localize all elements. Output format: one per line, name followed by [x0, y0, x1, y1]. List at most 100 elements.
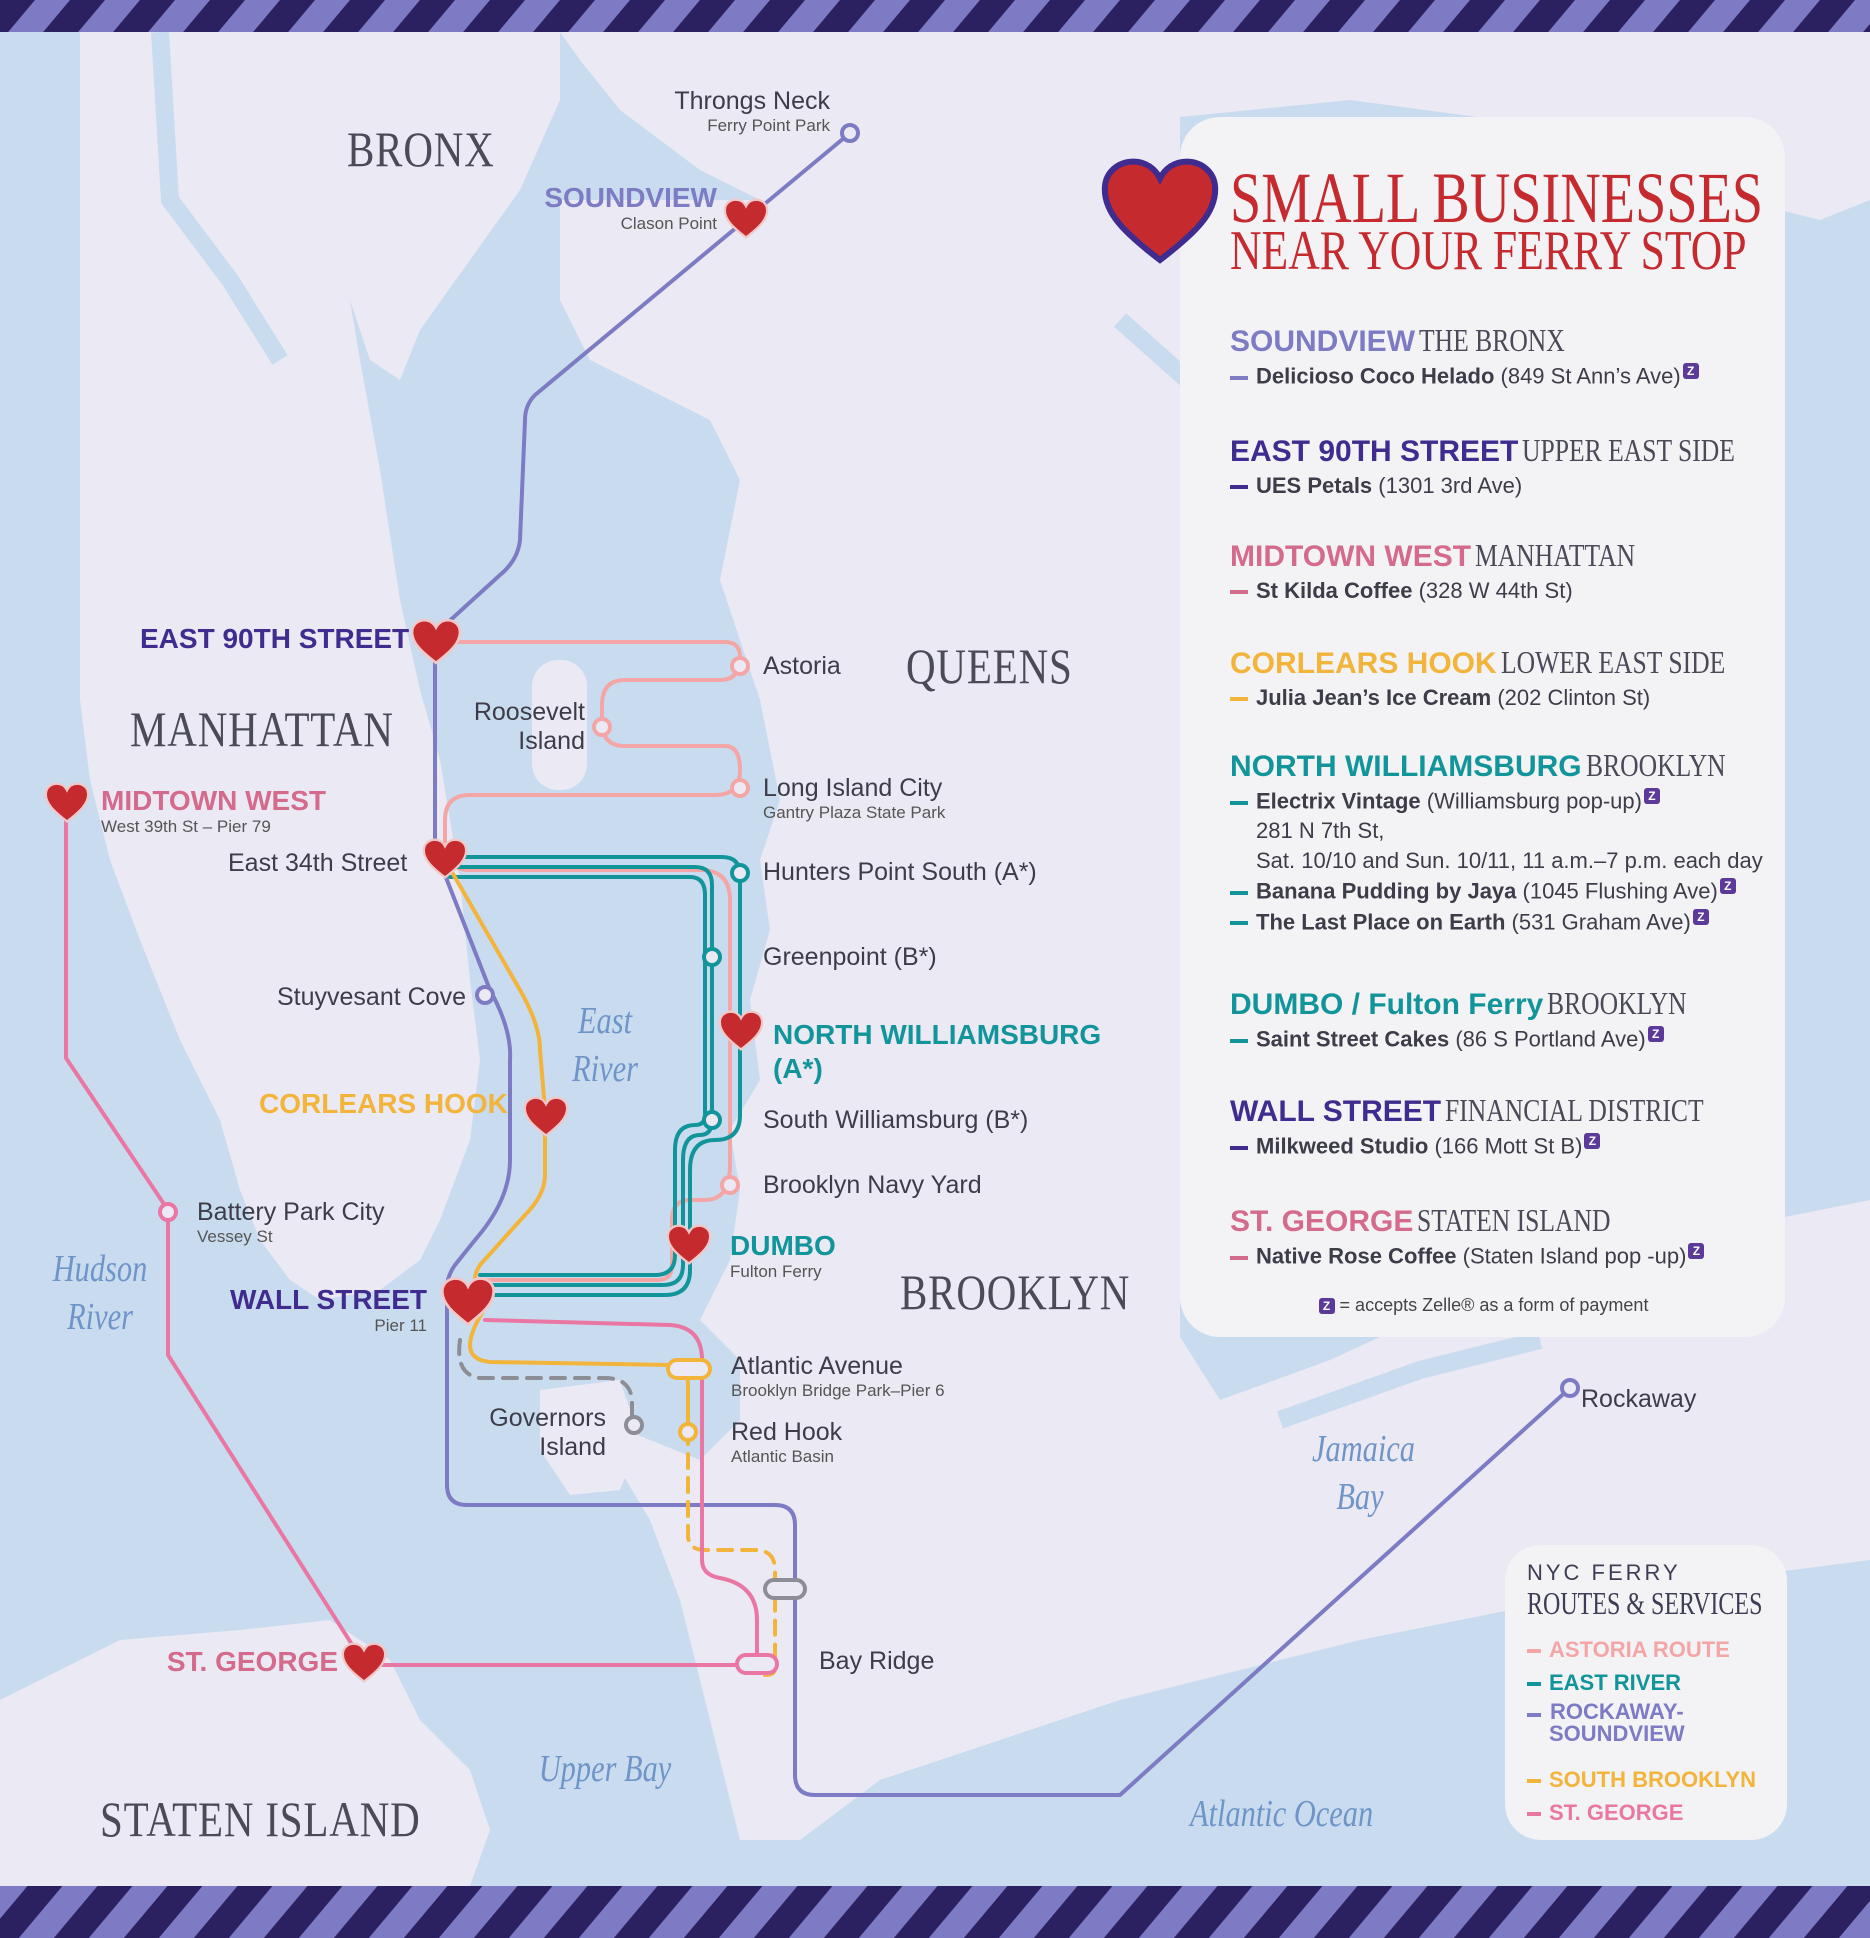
legend-item: EAST RIVER: [1527, 1670, 1681, 1696]
lic-sub: Gantry Plaza State Park: [763, 803, 946, 822]
business-stop-name: DUMBO / Fulton Ferry: [1230, 988, 1544, 1021]
business-stop-name: EAST 90TH STREET: [1230, 435, 1519, 468]
label-lic: Long Island City Gantry Plaza State Park: [763, 774, 945, 823]
atlantic-ave-name: Atlantic Avenue: [731, 1352, 903, 1380]
borough-brooklyn: BROOKLYN: [900, 1264, 1131, 1320]
water-jamaica-line1: Jamaica: [1312, 1428, 1415, 1470]
borough-queens: QUEENS: [906, 638, 1073, 694]
stop-rockaway-marker[interactable]: [1560, 1378, 1580, 1398]
business-address: (Staten Island pop -up): [1456, 1243, 1687, 1269]
route-st-george: [64, 798, 757, 1667]
business-item[interactable]: Saint Street Cakes (86 S Portland Ave)Z: [1230, 1026, 1790, 1052]
label-wall-street: WALL STREET Pier 11: [230, 1284, 427, 1336]
business-item[interactable]: Milkweed Studio (166 Mott St B)Z: [1230, 1133, 1790, 1159]
label-battery-park: Battery Park City Vessey St: [197, 1198, 385, 1247]
business-item[interactable]: Julia Jean’s Ice Cream (202 Clinton St): [1230, 685, 1790, 711]
legend-label: EAST RIVER: [1549, 1670, 1682, 1695]
stop-throgs-neck-marker[interactable]: [840, 123, 860, 143]
label-throgs-neck: Throngs Neck Ferry Point Park: [674, 87, 830, 136]
stop-south-williamsburg-marker[interactable]: [702, 1110, 722, 1130]
stop-bay-ridge-marker-b[interactable]: [735, 1653, 779, 1675]
route-dash-icon: [1230, 485, 1248, 490]
dumbo-name: DUMBO: [730, 1230, 836, 1261]
stop-astoria-marker[interactable]: [730, 656, 750, 676]
stop-navy-yard-marker[interactable]: [720, 1175, 740, 1195]
business-area: BROOKLYN: [1547, 985, 1688, 1021]
water-jamaica-line2: Bay: [1336, 1476, 1384, 1518]
stop-greenpoint-marker[interactable]: [702, 947, 722, 967]
legend-item: SOUTH BROOKLYN: [1527, 1767, 1756, 1793]
business-name: Milkweed Studio: [1256, 1133, 1429, 1159]
wall-street-sub: Pier 11: [374, 1316, 427, 1335]
governors-line2: Island: [539, 1433, 606, 1461]
stop-hunters-point-marker[interactable]: [730, 863, 750, 883]
business-item[interactable]: UES Petals (1301 3rd Ave): [1230, 473, 1790, 499]
stop-bay-ridge-marker-a[interactable]: [763, 1578, 807, 1600]
legend-dash-icon: [1527, 1812, 1541, 1816]
business-area: UPPER EAST SIDE: [1522, 432, 1736, 468]
route-st-george-brooklyn: [483, 1318, 759, 1667]
battery-park-sub: Vessey St: [197, 1227, 273, 1246]
label-midtown-west: MIDTOWN WEST West 39th St – Pier 79: [101, 785, 326, 837]
borough-bronx: BRONX: [347, 121, 495, 177]
wall-street-name: WALL STREET: [229, 1284, 427, 1315]
label-navy-yard: Brooklyn Navy Yard: [763, 1171, 982, 1199]
business-detail: Sat. 10/10 and Sun. 10/11, 11 a.m.–7 p.m…: [1256, 848, 1763, 874]
north-williamsburg-line1: NORTH WILLIAMSBURG: [773, 1019, 1102, 1050]
throgs-neck-name: Throngs Neck: [674, 87, 830, 115]
business-item[interactable]: Electrix Vintage (Williamsburg pop-up)Z: [1230, 788, 1790, 814]
label-st-george: ST. GEORGE: [166, 1646, 338, 1677]
business-area: STATEN ISLAND: [1417, 1202, 1611, 1238]
stop-stuyvesant-marker[interactable]: [475, 985, 495, 1005]
stop-atlantic-ave-marker[interactable]: [666, 1358, 712, 1380]
stop-red-hook-marker[interactable]: [678, 1422, 698, 1442]
north-williamsburg-line2: (A*): [773, 1053, 823, 1084]
legend-dash-icon: [1527, 1682, 1541, 1686]
water-atlantic: Atlantic Ocean: [1190, 1793, 1374, 1835]
business-name: UES Petals: [1256, 473, 1373, 498]
business-item[interactable]: Native Rose Coffee (Staten Island pop -u…: [1230, 1243, 1790, 1269]
business-item[interactable]: St Kilda Coffee (328 W 44th St): [1230, 578, 1790, 604]
stop-lic-marker[interactable]: [730, 778, 750, 798]
governors-line1: Governors: [489, 1404, 606, 1432]
business-address: (202 Clinton St): [1491, 685, 1651, 710]
business-stop-name: WALL STREET: [1230, 1095, 1442, 1128]
zelle-note: Z = accepts Zelle® as a form of payment: [1180, 1295, 1785, 1316]
borough-manhattan: MANHATTAN: [130, 701, 394, 757]
route-rockaway-soundview: [433, 131, 1572, 1797]
zelle-icon: Z: [1647, 1026, 1664, 1042]
zelle-icon: Z: [1688, 1243, 1705, 1259]
water-hudson-line1: Hudson: [52, 1248, 148, 1290]
business-area: THE BRONX: [1419, 322, 1565, 358]
business-name: Julia Jean’s Ice Cream: [1256, 685, 1492, 710]
label-astoria: Astoria: [763, 652, 841, 680]
water-upper-bay: Upper Bay: [538, 1748, 672, 1790]
zelle-icon: Z: [1584, 1133, 1601, 1149]
business-name: St Kilda Coffee: [1256, 578, 1413, 603]
business-item[interactable]: Delicioso Coco Helado (849 St Ann’s Ave)…: [1230, 363, 1790, 389]
label-bay-ridge: Bay Ridge: [819, 1647, 935, 1675]
label-east-90th: EAST 90TH STREET: [140, 623, 410, 654]
soundview-sub: Clason Point: [620, 214, 717, 233]
legend-subtitle: ROUTES & SERVICES: [1527, 1585, 1763, 1621]
legend-item: ROCKAWAY- SOUNDVIEW: [1527, 1701, 1685, 1747]
business-item[interactable]: Banana Pudding by Jaya (1045 Flushing Av…: [1230, 878, 1790, 904]
business-item[interactable]: The Last Place on Earth (531 Graham Ave)…: [1230, 908, 1790, 935]
water-east-river-line1: East: [577, 1000, 633, 1042]
stop-battery-park-marker[interactable]: [158, 1202, 178, 1222]
business-stop-name: MIDTOWN WEST: [1230, 540, 1472, 573]
stop-roosevelt-marker[interactable]: [592, 717, 612, 737]
business-name: Saint Street Cakes: [1256, 1026, 1450, 1052]
throgs-neck-sub: Ferry Point Park: [707, 116, 830, 135]
stop-governors-marker[interactable]: [624, 1415, 644, 1435]
